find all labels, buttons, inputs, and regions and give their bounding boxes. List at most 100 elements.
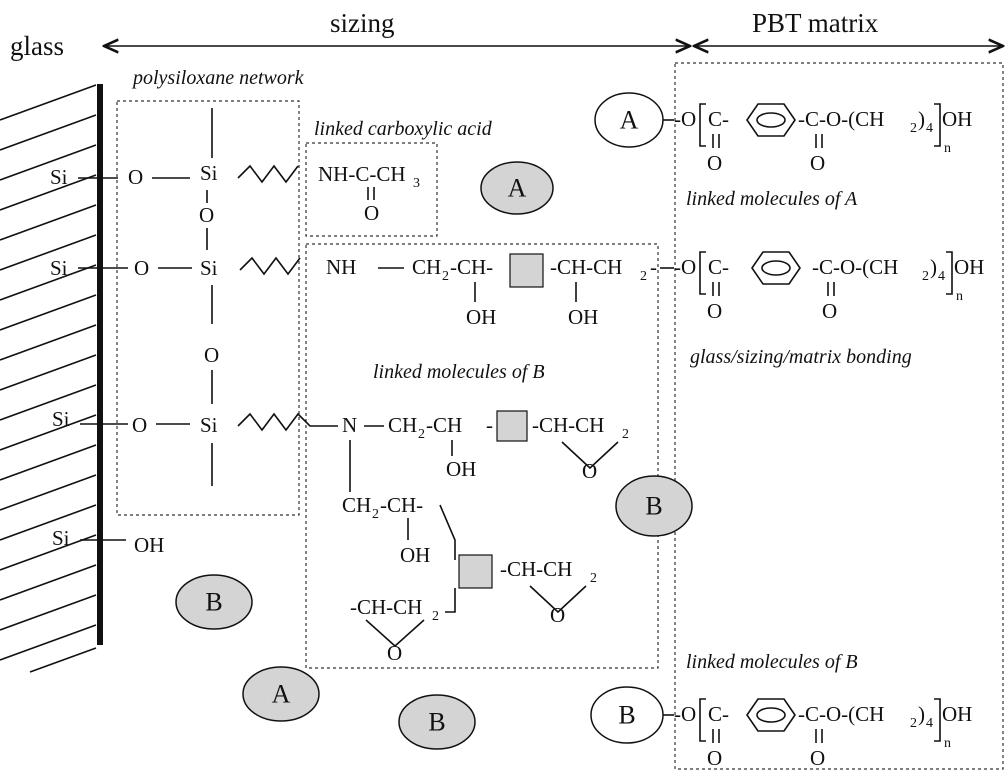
pbt-chain-top: -O C- O -C-O-(CH O 2 ) 4 OH n bbox=[662, 103, 972, 175]
svg-text:-CH-CH: -CH-CH bbox=[500, 557, 572, 581]
svg-text:OH: OH bbox=[942, 702, 972, 726]
svg-text:-CH-: -CH- bbox=[450, 255, 493, 279]
svg-text:3: 3 bbox=[413, 176, 420, 191]
svg-text:): ) bbox=[918, 107, 925, 131]
svg-text:O: O bbox=[582, 459, 597, 483]
svg-text:OH: OH bbox=[400, 543, 430, 567]
svg-text:CH: CH bbox=[388, 413, 417, 437]
svg-text:-C-O-(CH: -C-O-(CH bbox=[798, 702, 884, 726]
svg-text:O: O bbox=[128, 165, 143, 189]
svg-text:): ) bbox=[930, 255, 937, 279]
molecules-B-box bbox=[305, 243, 659, 669]
svg-text:B: B bbox=[618, 701, 635, 730]
svg-text:OH: OH bbox=[942, 107, 972, 131]
bonding-label: glass/sizing/matrix bonding bbox=[690, 346, 912, 368]
svg-text:B: B bbox=[645, 492, 662, 521]
svg-text:-O: -O bbox=[674, 255, 696, 279]
svg-text:CH: CH bbox=[412, 255, 441, 279]
pbt-chain-middle: -O C- O -C-O-(CH O 2 ) 4 OH n bbox=[660, 251, 984, 323]
svg-text:O: O bbox=[707, 299, 722, 323]
svg-text:4: 4 bbox=[926, 121, 933, 136]
svg-text:A: A bbox=[508, 174, 527, 203]
sizing-header: sizing bbox=[330, 8, 395, 38]
svg-text:O: O bbox=[822, 299, 837, 323]
svg-text:n: n bbox=[944, 736, 951, 751]
svg-text:B: B bbox=[428, 708, 445, 737]
marker-A-upper: A bbox=[480, 161, 554, 215]
matrix-header: PBT matrix bbox=[752, 8, 879, 38]
svg-text:NH: NH bbox=[326, 255, 356, 279]
svg-text:-CH-: -CH- bbox=[380, 493, 423, 517]
svg-text:Si: Si bbox=[200, 161, 218, 185]
polysiloxane-box bbox=[116, 100, 300, 516]
svg-text:Si: Si bbox=[52, 407, 70, 431]
svg-text:2: 2 bbox=[922, 269, 929, 284]
svg-text:-: - bbox=[650, 255, 657, 279]
amide-group: NH-C-CH 3 O bbox=[318, 162, 420, 225]
svg-text:2: 2 bbox=[622, 427, 629, 442]
svg-text:OH: OH bbox=[954, 255, 984, 279]
svg-text:Si: Si bbox=[52, 526, 70, 550]
epoxy-amine-molecules: NH CH 2 -CH- -CH-CH 2 - OH OH N CH 2 -CH… bbox=[326, 253, 657, 665]
polysiloxane-label: polysiloxane network bbox=[131, 67, 305, 89]
svg-text:O: O bbox=[387, 641, 402, 665]
svg-text:Si: Si bbox=[50, 256, 68, 280]
svg-text:n: n bbox=[944, 141, 951, 156]
svg-text:OH: OH bbox=[568, 305, 598, 329]
svg-text:4: 4 bbox=[938, 269, 945, 284]
svg-text:): ) bbox=[918, 702, 925, 726]
svg-text:-C-O-(CH: -C-O-(CH bbox=[812, 255, 898, 279]
svg-text:-CH-CH: -CH-CH bbox=[350, 595, 422, 619]
svg-text:O: O bbox=[364, 201, 379, 225]
svg-text:Si: Si bbox=[50, 165, 68, 189]
svg-text:-: - bbox=[486, 413, 493, 437]
svg-text:-O: -O bbox=[674, 107, 696, 131]
svg-text:-CH-CH: -CH-CH bbox=[532, 413, 604, 437]
svg-text:Si: Si bbox=[200, 256, 218, 280]
svg-text:NH-C-CH: NH-C-CH bbox=[318, 162, 406, 186]
svg-text:O: O bbox=[810, 746, 825, 770]
svg-text:2: 2 bbox=[910, 121, 917, 136]
svg-text:2: 2 bbox=[910, 716, 917, 731]
svg-text:C-: C- bbox=[708, 702, 729, 726]
marker-B-middle: B bbox=[615, 475, 693, 537]
linked-B-mid-label: linked molecules of B bbox=[373, 361, 545, 383]
svg-text:O: O bbox=[199, 203, 214, 227]
svg-text:n: n bbox=[956, 289, 963, 304]
svg-text:A: A bbox=[620, 106, 639, 135]
svg-text:2: 2 bbox=[640, 269, 647, 284]
svg-text:-CH-CH: -CH-CH bbox=[550, 255, 622, 279]
carboxylic-label: linked carboxylic acid bbox=[314, 118, 493, 140]
svg-text:C-: C- bbox=[708, 107, 729, 131]
svg-text:-O: -O bbox=[674, 702, 696, 726]
glass-hatching bbox=[0, 84, 97, 673]
marker-B-bottom-right: B bbox=[590, 686, 664, 744]
svg-text:2: 2 bbox=[418, 427, 425, 442]
siloxane-chain: Si O Si O Si O Si O Si O Si Si OH bbox=[50, 108, 338, 557]
marker-A-bottom: A bbox=[242, 666, 320, 722]
svg-text:Si: Si bbox=[200, 413, 218, 437]
svg-text:-C-O-(CH: -C-O-(CH bbox=[798, 107, 884, 131]
carboxylic-box bbox=[305, 142, 438, 237]
linked-A-label: linked molecules of A bbox=[686, 188, 858, 210]
svg-text:OH: OH bbox=[466, 305, 496, 329]
svg-text:4: 4 bbox=[926, 716, 933, 731]
pbt-chain-bottom: -O C- O -C-O-(CH O 2 ) 4 OH n bbox=[662, 698, 972, 770]
svg-text:2: 2 bbox=[590, 571, 597, 586]
svg-text:A: A bbox=[272, 680, 291, 709]
svg-text:2: 2 bbox=[442, 269, 449, 284]
svg-text:N: N bbox=[342, 413, 357, 437]
linked-B-right-label: linked molecules of B bbox=[686, 651, 858, 673]
svg-text:O: O bbox=[550, 603, 565, 627]
svg-text:O: O bbox=[134, 256, 149, 280]
svg-text:O: O bbox=[810, 151, 825, 175]
svg-text:O: O bbox=[707, 746, 722, 770]
svg-text:-CH: -CH bbox=[426, 413, 462, 437]
glass-header: glass bbox=[10, 31, 64, 61]
svg-text:2: 2 bbox=[432, 609, 439, 624]
marker-A-top-right: A bbox=[594, 92, 664, 148]
svg-text:CH: CH bbox=[342, 493, 371, 517]
svg-text:2: 2 bbox=[372, 507, 379, 522]
svg-text:C-: C- bbox=[708, 255, 729, 279]
